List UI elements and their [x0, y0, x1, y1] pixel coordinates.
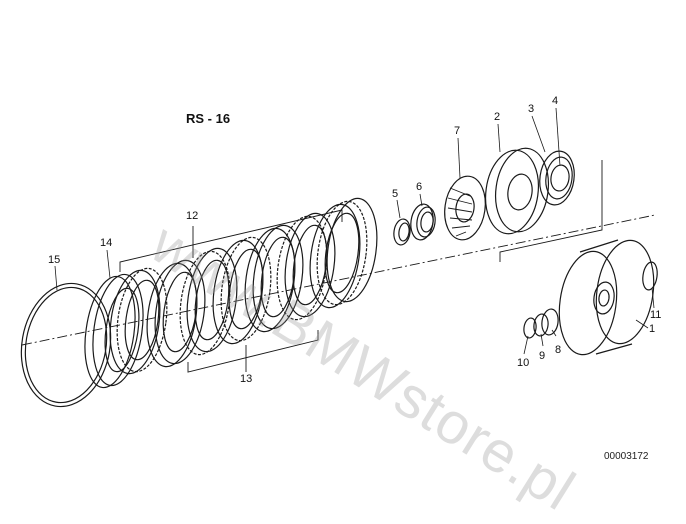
part-4-seal: [550, 164, 570, 192]
clutch-disc-pack: [109, 197, 378, 375]
part-10-ring: [523, 317, 537, 339]
part-11-ring: [642, 261, 658, 291]
part-8-ring: [541, 308, 559, 336]
diagram-title: RS - 16: [186, 111, 231, 126]
group-bracket-lines: [119, 209, 343, 373]
part-1-drum: [558, 239, 655, 356]
callout-8: 8: [555, 344, 562, 356]
assembly-bracket-lines: [499, 160, 603, 262]
part-7-spring: [444, 175, 486, 241]
callout-5: 5: [392, 188, 399, 200]
callout-11: 11: [650, 309, 662, 321]
part-9-ring: [533, 313, 549, 337]
callout-9: 9: [539, 350, 546, 362]
callout-15: 15: [48, 254, 61, 266]
document-number: 00003172: [604, 451, 649, 462]
part-6-washer: [410, 203, 436, 241]
part-5-ring: [393, 218, 411, 246]
callout-6: 6: [416, 181, 423, 193]
part-15-snap-ring: [20, 282, 112, 408]
callout-12: 12: [186, 210, 199, 222]
part-3-seal: [539, 150, 575, 206]
part-2-piston: [484, 147, 550, 235]
callout-14: 14: [100, 237, 113, 249]
callout-7: 7: [454, 125, 461, 137]
part-14-pressure-plate: [84, 273, 144, 389]
callout-10: 10: [517, 357, 530, 369]
callout-1: 1: [649, 323, 656, 335]
callout-3: 3: [528, 103, 535, 115]
exploded-parts-diagram: [20, 107, 658, 408]
callout-13: 13: [240, 373, 253, 385]
callout-2: 2: [494, 111, 501, 123]
callout-4: 4: [552, 95, 559, 107]
callout-leader-lines: [54, 107, 655, 355]
